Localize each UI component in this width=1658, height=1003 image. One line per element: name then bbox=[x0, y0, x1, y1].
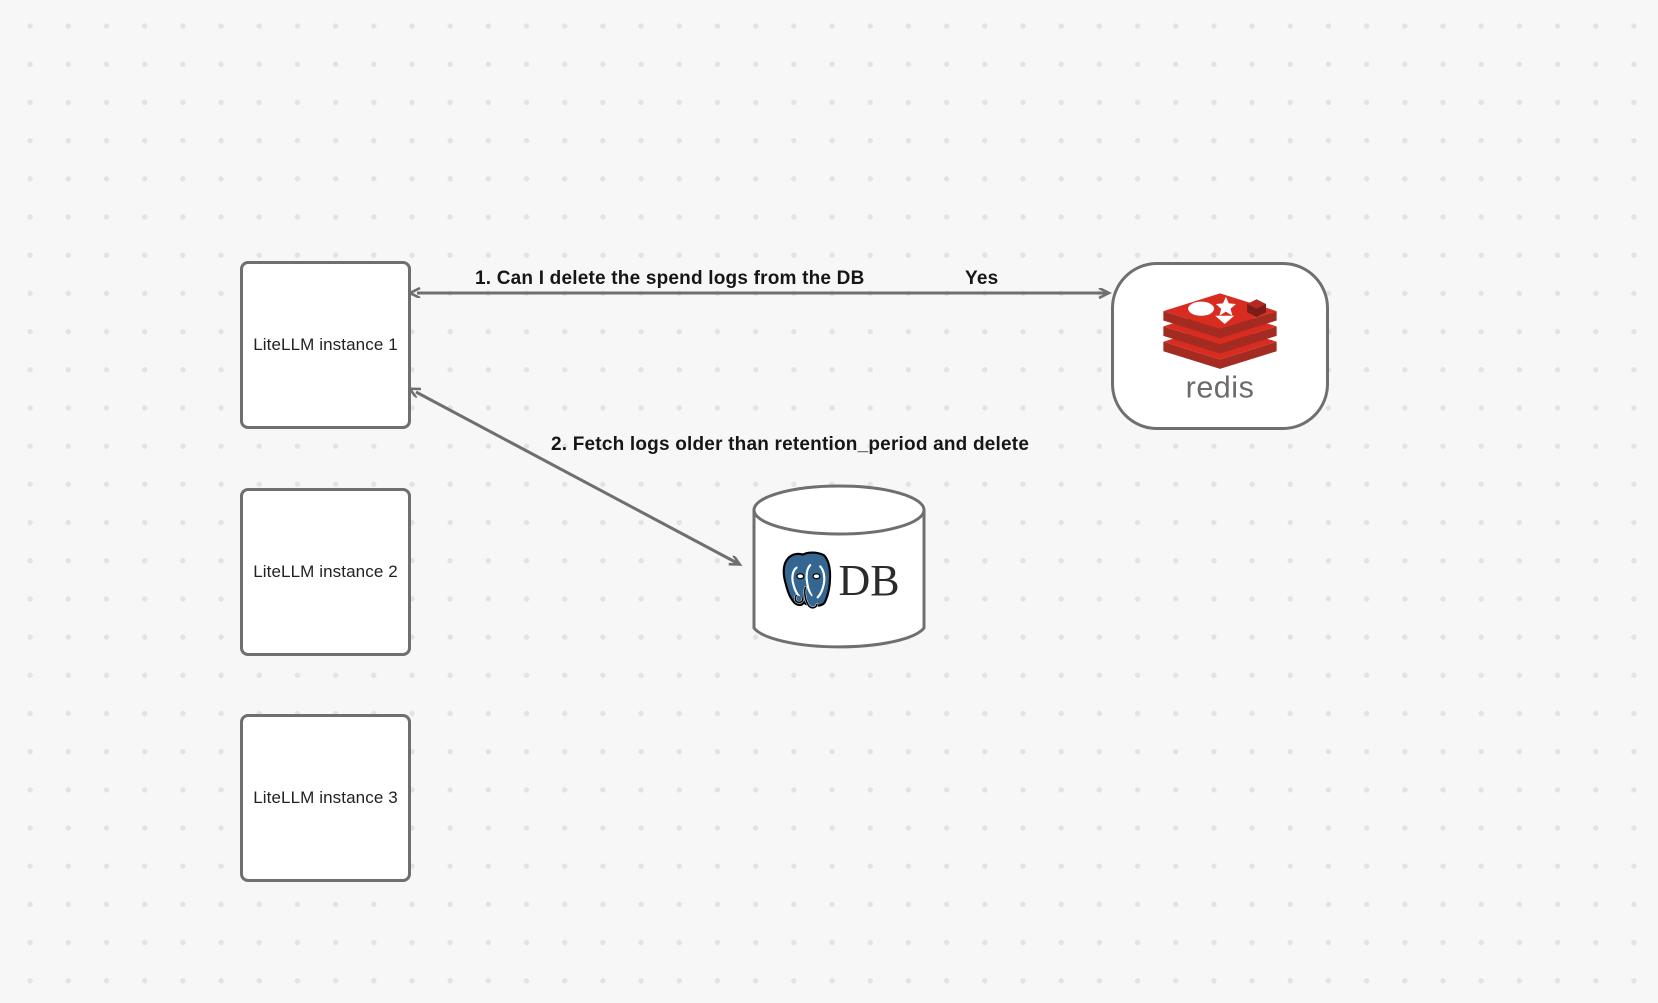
database-content-wrap: DB bbox=[752, 486, 926, 652]
edge-label-step-2: 2. Fetch logs older than retention_perio… bbox=[551, 434, 1030, 455]
database-label: DB bbox=[838, 555, 900, 605]
node-label: LiteLLM instance 2 bbox=[253, 562, 398, 581]
edge-litellm1-database bbox=[416, 392, 739, 564]
svg-text:redis: redis bbox=[1186, 371, 1255, 405]
database-content: DB bbox=[778, 549, 900, 611]
edge-label-step-1-answer: Yes bbox=[965, 268, 999, 289]
node-litellm-instance-1[interactable]: LiteLLM instance 1 bbox=[240, 261, 411, 429]
node-label: LiteLLM instance 1 bbox=[253, 335, 398, 354]
redis-wordmark: redis bbox=[1186, 371, 1255, 405]
node-litellm-instance-3[interactable]: LiteLLM instance 3 bbox=[240, 714, 411, 882]
postgresql-elephant-icon bbox=[781, 549, 834, 610]
node-label: LiteLLM instance 3 bbox=[253, 788, 398, 807]
redis-logo-icon bbox=[1163, 293, 1277, 369]
node-litellm-instance-2[interactable]: LiteLLM instance 2 bbox=[240, 488, 411, 656]
node-redis[interactable]: redis bbox=[1111, 262, 1329, 430]
node-database[interactable]: DB bbox=[752, 486, 926, 652]
edge-label-step-1: 1. Can I delete the spend logs from the … bbox=[475, 268, 865, 289]
